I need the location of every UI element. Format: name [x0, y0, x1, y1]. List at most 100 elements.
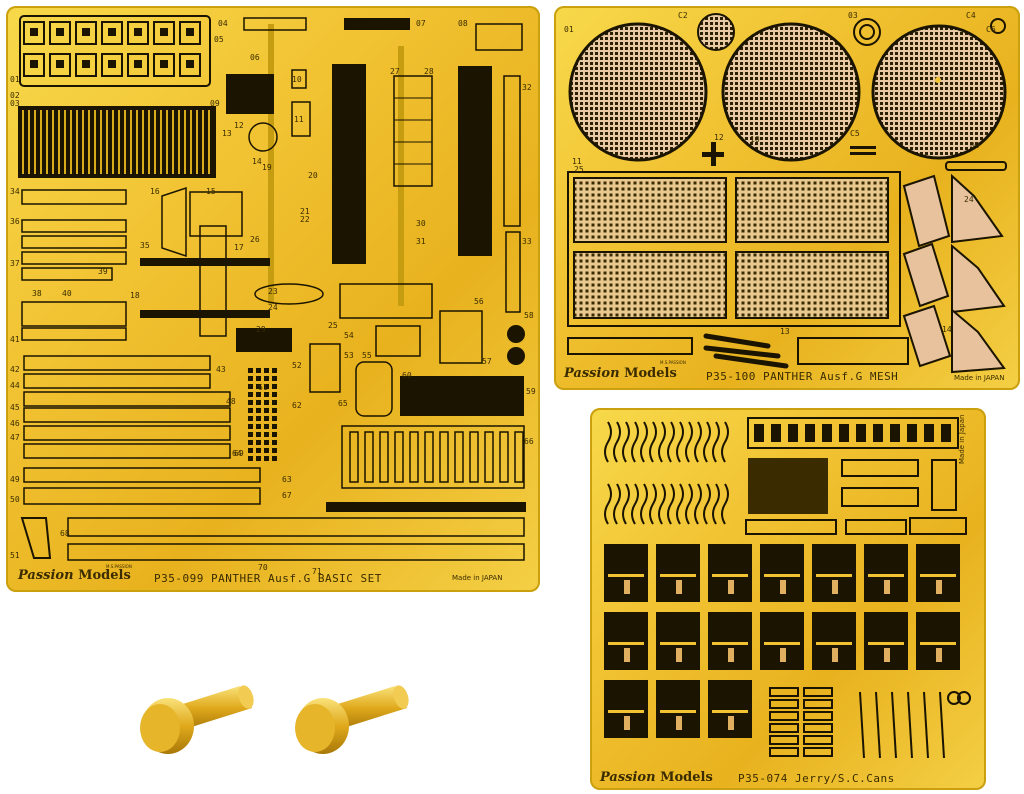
brass-pins	[140, 685, 409, 754]
brass-pin	[140, 685, 254, 754]
part-number: 67	[282, 491, 292, 500]
part-number: 08	[458, 19, 468, 28]
part-number: 26	[250, 235, 260, 244]
part-number: 24	[268, 303, 278, 312]
part-number: 25	[574, 165, 584, 174]
part-number: 42	[10, 365, 20, 374]
part-number: 36	[10, 217, 20, 226]
part-number: 62	[292, 401, 302, 410]
basic-set-etching	[18, 15, 526, 561]
basic-made-in: Made in JAPAN	[452, 574, 503, 582]
part-number: 01	[10, 75, 20, 84]
part-number: 11	[294, 115, 304, 124]
part-number: 04	[218, 19, 228, 28]
basic-set-fret: Passion Models M.S.PASSION P35-099 PANTH…	[6, 6, 540, 592]
part-number: 40	[62, 289, 72, 298]
part-number: 14	[942, 325, 952, 334]
part-number: 49	[10, 475, 20, 484]
part-number: C6	[986, 25, 996, 34]
part-number: 38	[32, 289, 42, 298]
part-number: 43	[216, 365, 226, 374]
part-number: 17	[234, 243, 244, 252]
mesh-fret-title: P35-100 PANTHER Ausf.G MESH	[706, 370, 899, 383]
basic-brand-logo: Passion Models	[18, 568, 131, 583]
part-number: 47	[10, 433, 20, 442]
mesh-fret: Passion Models M.S.PASSION P35-100 PANTH…	[554, 6, 1020, 390]
basic-fret-title: P35-099 PANTHER Ausf.G BASIC SET	[154, 572, 382, 585]
part-number: 10	[750, 135, 760, 144]
part-number: 07	[416, 19, 426, 28]
part-number: 60	[402, 371, 412, 380]
part-number: 11	[572, 157, 582, 166]
part-number: 20	[308, 171, 318, 180]
part-number: 32	[522, 83, 532, 92]
part-number: 63	[282, 475, 292, 484]
mesh-etching	[567, 13, 1007, 374]
part-number: 16	[150, 187, 160, 196]
part-number: 13	[222, 129, 232, 138]
part-number: C5	[850, 129, 860, 138]
part-number: 65	[338, 399, 348, 408]
part-number: 69	[234, 449, 244, 458]
part-number: 03	[848, 11, 858, 20]
part-number: 13	[780, 327, 790, 336]
part-number: 24	[964, 195, 974, 204]
part-number: 31	[416, 237, 426, 246]
part-number: 05	[214, 35, 224, 44]
part-number: 33	[522, 237, 532, 246]
part-number: 01	[564, 25, 574, 34]
mesh-brand-logo: Passion Models	[564, 366, 677, 381]
part-number: 66	[524, 437, 534, 446]
part-number: 22	[300, 215, 310, 224]
jerry-can-fret: Passion Models P35-074 Jerry/S.C.Cans Ma…	[590, 408, 986, 790]
jerry-fret-title: P35-074 Jerry/S.C.Cans	[738, 772, 895, 785]
part-number: C4	[966, 11, 976, 20]
part-number: 25	[328, 321, 338, 330]
part-number: 03	[10, 99, 20, 108]
part-number: 35	[140, 241, 150, 250]
part-number: 39	[98, 267, 108, 276]
part-number: 46	[10, 419, 20, 428]
part-number: 45	[10, 403, 20, 412]
part-number: 34	[10, 187, 20, 196]
part-number: 30	[416, 219, 426, 228]
part-number: 56	[474, 297, 484, 306]
part-number: C2	[678, 11, 688, 20]
part-number: 23	[268, 287, 278, 296]
part-number: 51	[10, 551, 20, 560]
part-number: 61	[258, 383, 268, 392]
part-number: 15	[206, 187, 216, 196]
part-number: 19	[262, 163, 272, 172]
part-number: 70	[258, 563, 268, 572]
jerry-made-in: Made in Japan	[958, 414, 966, 464]
part-number: 71	[312, 567, 322, 576]
part-number: 52	[292, 361, 302, 370]
part-number: 18	[130, 291, 140, 300]
part-number: 37	[10, 259, 20, 268]
part-number: 09	[210, 99, 220, 108]
part-number: 58	[524, 311, 534, 320]
part-number: 54	[344, 331, 354, 340]
part-number: 28	[424, 67, 434, 76]
part-number: 02	[10, 91, 20, 100]
part-number: 06	[250, 53, 260, 62]
part-number: 59	[526, 387, 536, 396]
part-number: 29	[256, 325, 266, 334]
part-number: 27	[390, 67, 400, 76]
part-number: 14	[252, 157, 262, 166]
jerry-can-etching	[604, 417, 971, 759]
basic-small-code: M.S.PASSION	[106, 564, 132, 569]
mesh-made-in: Made in JAPAN	[954, 374, 1005, 382]
part-number: 12	[234, 121, 244, 130]
brass-pin	[295, 685, 409, 754]
part-number: 10	[292, 75, 302, 84]
part-number: 50	[10, 495, 20, 504]
part-number: 41	[10, 335, 20, 344]
part-number: 21	[300, 207, 310, 216]
part-number: 44	[10, 381, 20, 390]
part-number: 55	[362, 351, 372, 360]
part-number: 12	[714, 133, 724, 142]
jerry-brand-logo: Passion Models	[600, 770, 713, 785]
part-number: 09	[970, 141, 980, 150]
part-number: 68	[60, 529, 70, 538]
